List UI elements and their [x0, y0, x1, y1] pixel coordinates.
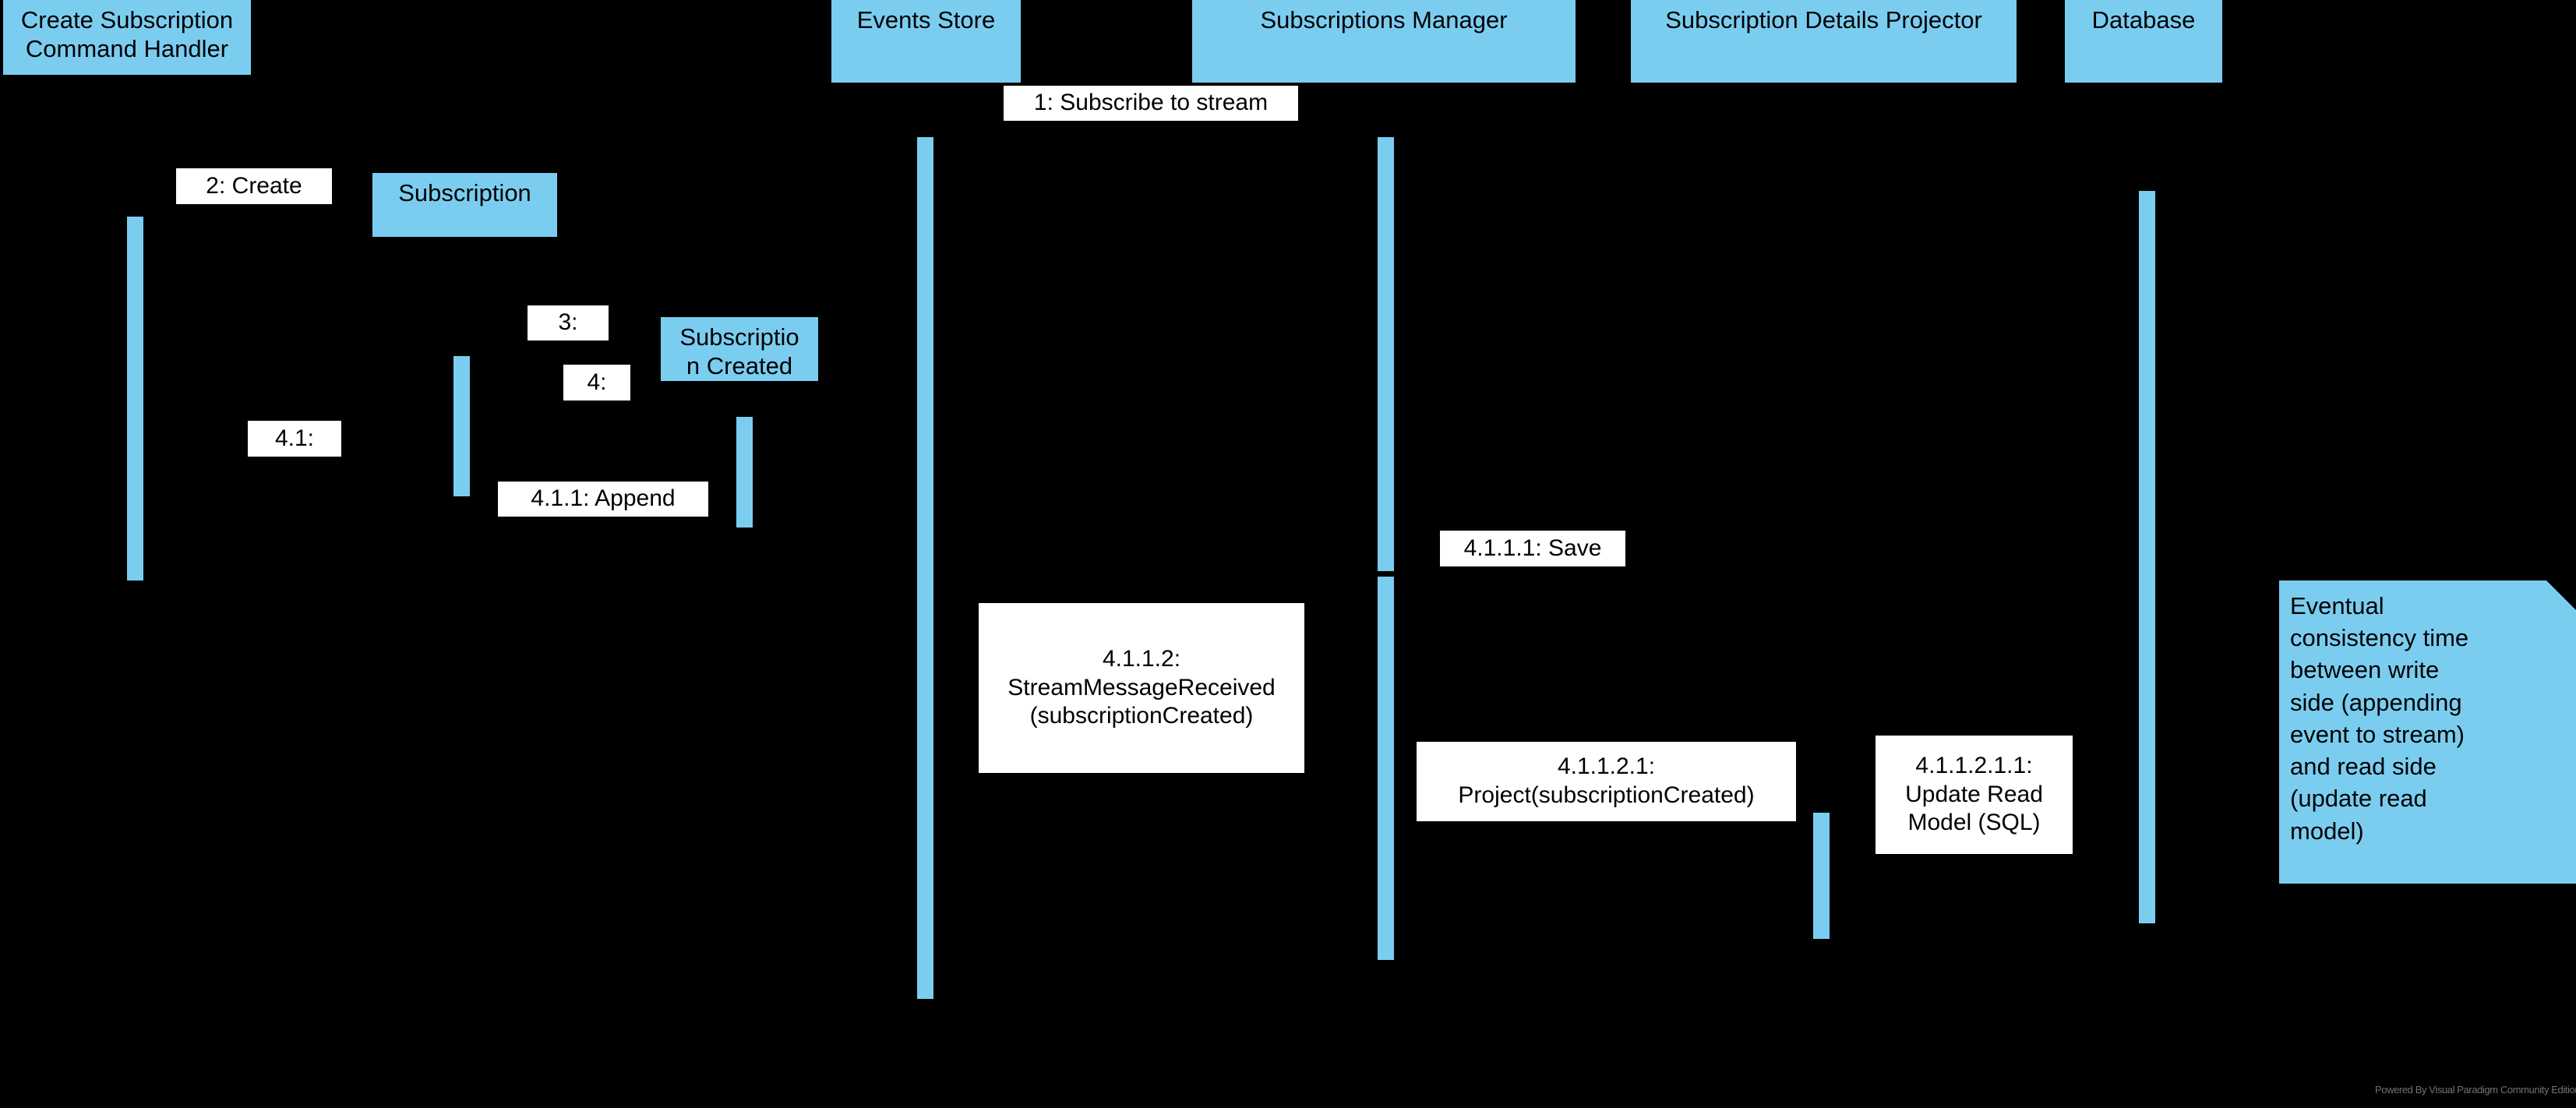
- message-label-4-1-1-2-1-1-update-read-model[interactable]: 4.1.1.2.1.1: Update Read Model (SQL): [1876, 736, 2073, 854]
- participant-create-subscription-command-handler[interactable]: Create Subscription Command Handler: [3, 0, 251, 75]
- message-label-3[interactable]: 3:: [528, 305, 609, 341]
- message-label-1-subscribe-to-stream[interactable]: 1: Subscribe to stream: [1004, 86, 1298, 121]
- watermark: Powered By Visual Paradigm Community Edi…: [2375, 1084, 2576, 1096]
- message-label-4-1-1-2-1-project[interactable]: 4.1.1.2.1: Project(subscriptionCreated): [1417, 742, 1796, 821]
- activation-bar-subscriptions-manager-lower: [1378, 577, 1394, 960]
- participant-database[interactable]: Database: [2065, 0, 2222, 83]
- activation-bar-events-store: [917, 137, 933, 999]
- activation-bar-subscriptions-manager-upper: [1378, 137, 1394, 571]
- message-label-4-1-1-1-save[interactable]: 4.1.1.1: Save: [1440, 531, 1625, 566]
- participant-subscriptions-manager[interactable]: Subscriptions Manager: [1192, 0, 1576, 83]
- participant-subscription-details-projector[interactable]: Subscription Details Projector: [1631, 0, 2017, 83]
- activation-bar-subscription-created: [736, 417, 753, 528]
- participant-subscription[interactable]: Subscription: [372, 173, 557, 237]
- activation-bar-database: [2139, 191, 2155, 923]
- message-label-2-create[interactable]: 2: Create: [176, 168, 332, 204]
- participant-events-store[interactable]: Events Store: [831, 0, 1021, 83]
- activation-bar-subscription-details-projector: [1813, 813, 1830, 939]
- message-label-4-1[interactable]: 4.1:: [248, 421, 341, 457]
- message-label-4-1-1-2-stream-message-received[interactable]: 4.1.1.2: StreamMessageReceived (subscrip…: [979, 603, 1304, 773]
- message-label-4-1-1-append[interactable]: 4.1.1: Append: [498, 482, 708, 517]
- activation-bar-command-handler: [127, 217, 143, 580]
- message-label-4[interactable]: 4:: [563, 365, 630, 401]
- watermark-text: Powered By Visual Paradigm Community Edi…: [2375, 1084, 2576, 1096]
- note-eventual-consistency: Eventual consistency time between write …: [2279, 580, 2576, 884]
- activation-bar-subscription: [453, 356, 470, 496]
- participant-subscription-created[interactable]: Subscriptio n Created: [661, 317, 818, 381]
